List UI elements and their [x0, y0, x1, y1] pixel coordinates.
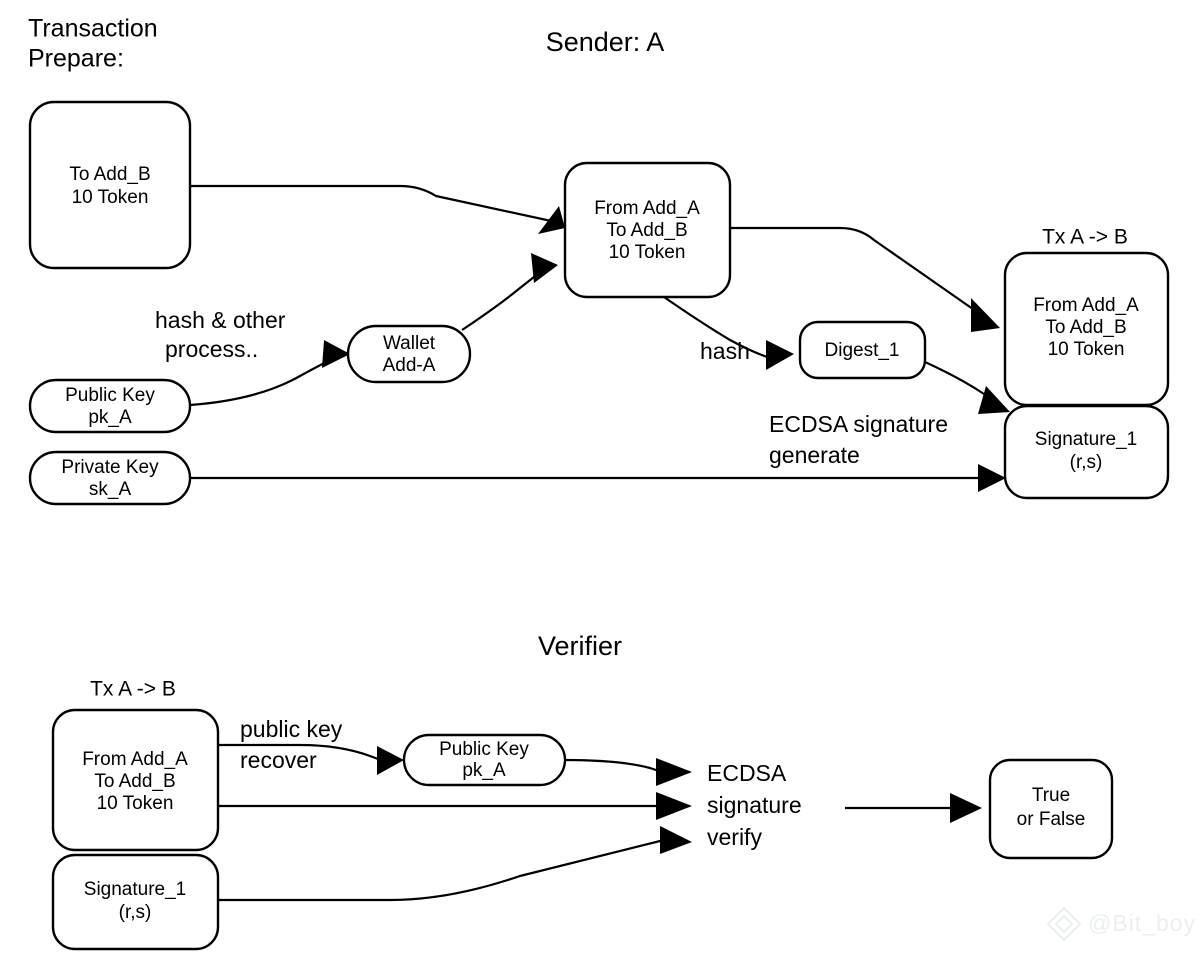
transaction-prepare-line-1: Transaction	[28, 15, 158, 43]
edge-to-add-b-to-tx	[190, 184, 565, 234]
node-public-key-verifier-shape[interactable]	[402, 733, 567, 787]
edge-label-ecdsa-verify: ECDSA signature verify	[707, 760, 802, 850]
diamond-logo-icon	[1046, 906, 1082, 942]
edge-tx-to-digest	[663, 296, 794, 370]
node-wallet-add-a-line-1: Wallet	[383, 333, 436, 354]
edge-verifier-signature-to-ecdsa-verify	[218, 826, 692, 902]
node-true-or-false-line-2: or False	[1017, 809, 1086, 830]
section-title-verifier: Verifier	[538, 631, 622, 661]
node-private-key-sender[interactable]: Private Key sk_A	[28, 450, 192, 506]
node-tx-from-add-a-line-1: From Add_A	[1033, 295, 1139, 316]
transaction-prepare-line-2: Prepare:	[28, 45, 124, 73]
watermark: @Bit_boy	[1046, 906, 1196, 942]
node-public-key-verifier-line-2: pk_A	[462, 760, 506, 781]
node-private-key-sender-line-2: sk_A	[89, 479, 132, 500]
node-wallet-add-a[interactable]: Wallet Add-A	[346, 324, 472, 384]
node-public-key-verifier[interactable]: Public Key pk_A	[402, 733, 567, 787]
edge-verifier-tx-to-ecdsa-verify	[218, 792, 692, 820]
node-tx-from-add-a[interactable]: From Add_A To Add_B 10 Token	[1003, 251, 1170, 407]
node-true-or-false[interactable]: True or False	[988, 758, 1114, 860]
node-public-key-verifier-line-1: Public Key	[439, 739, 529, 760]
edge-label-hash: hash	[700, 338, 750, 364]
watermark-handle: @Bit_boy	[1088, 910, 1196, 936]
edge-sk-to-signature	[190, 464, 1006, 492]
node-private-key-sender-line-1: Private Key	[61, 457, 159, 478]
node-verifier-tx-line-1: From Add_A	[82, 749, 188, 770]
edge-digest-to-signature	[924, 360, 1010, 414]
edge-label-public-key-recover-line-1: public key	[240, 716, 343, 742]
node-wallet-add-a-line-2: Add-A	[383, 355, 436, 376]
node-wallet-add-a-shape[interactable]	[346, 324, 472, 384]
edge-label-hash-other-process-line-2: process..	[165, 336, 258, 362]
node-verifier-signature[interactable]: Signature_1 (r,s)	[51, 853, 220, 951]
node-from-add-a-tx-line-1: From Add_A	[594, 198, 700, 219]
node-verifier-tx-line-3: 10 Token	[97, 793, 174, 814]
edge-ecdsa-verify-to-result	[845, 793, 982, 823]
node-to-add-b-line-2: 10 Token	[72, 187, 149, 208]
node-private-key-sender-shape[interactable]	[28, 450, 192, 506]
node-verifier-signature-line-2: (r,s)	[119, 902, 152, 923]
node-to-add-b[interactable]: To Add_B 10 Token	[28, 100, 192, 270]
node-from-add-a-tx[interactable]: From Add_A To Add_B 10 Token	[563, 161, 732, 299]
node-verifier-tx[interactable]: From Add_A To Add_B 10 Token	[51, 708, 220, 852]
group-title-tx-verifier: Tx A -> B	[90, 678, 176, 701]
node-to-add-b-line-1: To Add_B	[69, 164, 150, 185]
edge-label-public-key-recover-line-2: recover	[240, 747, 317, 773]
node-public-key-sender-line-2: pk_A	[88, 407, 132, 428]
edge-label-ecdsa-generate: ECDSA signature generate	[769, 411, 948, 468]
node-digest-1[interactable]: Digest_1	[798, 320, 927, 380]
edge-label-ecdsa-verify-line-2: signature	[707, 792, 802, 818]
node-signature-1-sender[interactable]: Signature_1 (r,s)	[1003, 404, 1170, 500]
edge-pk-to-ecdsa-verify	[564, 758, 692, 786]
edge-label-ecdsa-generate-line-2: generate	[769, 442, 860, 468]
edge-label-ecdsa-generate-line-1: ECDSA signature	[769, 411, 948, 437]
edge-label-ecdsa-verify-line-3: verify	[707, 824, 762, 850]
edge-wallet-to-tx	[461, 253, 558, 331]
edge-label-ecdsa-verify-line-1: ECDSA	[707, 760, 787, 786]
node-digest-1-line-1: Digest_1	[825, 340, 900, 361]
node-verifier-signature-shape[interactable]	[51, 853, 220, 951]
node-from-add-a-tx-line-3: 10 Token	[609, 242, 686, 263]
edge-pk-to-wallet	[189, 340, 350, 407]
node-tx-from-add-a-line-3: 10 Token	[1048, 339, 1125, 360]
node-public-key-sender-line-1: Public Key	[65, 385, 155, 406]
node-true-or-false-line-1: True	[1032, 785, 1070, 806]
node-signature-1-sender-line-1: Signature_1	[1035, 429, 1137, 450]
node-verifier-signature-line-1: Signature_1	[84, 879, 186, 900]
node-signature-1-sender-shape[interactable]	[1003, 404, 1170, 500]
edge-tx-to-final-tx	[730, 226, 1000, 332]
node-to-add-b-shape[interactable]	[28, 100, 192, 270]
transaction-prepare-title: Transaction Prepare:	[28, 15, 158, 73]
node-digest-1-shape[interactable]	[798, 320, 927, 380]
node-from-add-a-tx-line-2: To Add_B	[606, 220, 687, 241]
node-public-key-sender-shape[interactable]	[28, 378, 192, 434]
node-verifier-tx-line-2: To Add_B	[94, 771, 175, 792]
edge-verifier-tx-to-pk	[218, 743, 404, 775]
node-from-add-a-tx-shape[interactable]	[563, 161, 732, 299]
node-true-or-false-shape[interactable]	[988, 758, 1114, 860]
edge-label-hash-other-process: hash & other process..	[155, 307, 286, 362]
section-title-sender: Sender: A	[546, 27, 665, 57]
group-title-tx-sender: Tx A -> B	[1042, 226, 1128, 249]
node-verifier-tx-shape[interactable]	[51, 708, 220, 852]
node-public-key-sender[interactable]: Public Key pk_A	[28, 378, 192, 434]
node-signature-1-sender-line-2: (r,s)	[1070, 452, 1103, 473]
edge-label-public-key-recover: public key recover	[240, 716, 343, 773]
node-tx-from-add-a-line-2: To Add_B	[1045, 317, 1126, 338]
edge-label-hash-other-process-line-1: hash & other	[155, 307, 286, 333]
